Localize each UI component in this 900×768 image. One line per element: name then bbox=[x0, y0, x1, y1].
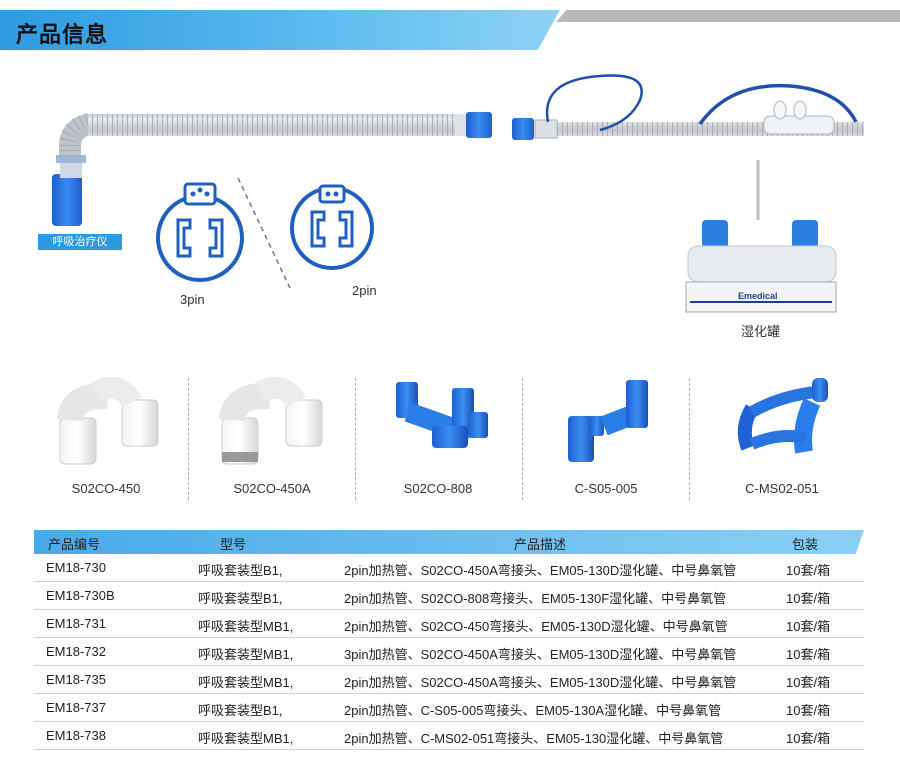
product-caption: C-MS02-051 bbox=[745, 481, 819, 496]
table-row: EM18-737 呼吸套装型B1, 2pin加热管、C-S05-005弯接头、EM0… bbox=[34, 694, 864, 722]
pin3-label: 3pin bbox=[180, 292, 205, 307]
cell-description: 2pin加热管、S02CO-450A弯接头、EM05-130D湿化罐、中号鼻氧管 bbox=[344, 675, 737, 690]
cell-package: 10套/箱 bbox=[786, 675, 831, 690]
cell-package: 10套/箱 bbox=[786, 647, 831, 662]
cell-code: EM18-735 bbox=[46, 672, 106, 687]
product-caption: S02CO-808 bbox=[403, 481, 473, 496]
elbow-s02co-808 bbox=[396, 382, 488, 448]
product-divider bbox=[355, 378, 356, 500]
elbow-s02co-450 bbox=[57, 376, 159, 465]
cell-description: 2pin加热管、C-S05-005弯接头、EM05-130A湿化罐、中号鼻氧管 bbox=[344, 703, 722, 718]
tube-blue-cuff-left bbox=[466, 112, 492, 138]
ventilator-label: 呼吸治疗仪 bbox=[38, 234, 122, 250]
cell-package: 10套/箱 bbox=[786, 703, 831, 718]
cell-code: EM18-732 bbox=[46, 644, 106, 659]
connector-3pin-icon bbox=[156, 182, 244, 282]
cell-code: EM18-737 bbox=[46, 700, 106, 715]
cell-model: 呼吸套装型MB1, bbox=[198, 731, 294, 746]
cell-code: EM18-730 bbox=[46, 560, 106, 575]
product-caption: C-S05-005 bbox=[574, 481, 638, 496]
pin2-label: 2pin bbox=[352, 283, 377, 298]
pin-divider bbox=[237, 177, 291, 289]
cell-description: 3pin加热管、S02CO-450A弯接头、EM05-130D湿化罐、中号鼻氧管 bbox=[344, 647, 737, 662]
elbow-s02co-450a bbox=[219, 376, 323, 465]
cell-package: 10套/箱 bbox=[786, 731, 831, 746]
product-caption: S02CO-450A bbox=[233, 481, 311, 496]
product-table: 产品编号 型号 产品描述 包装 EM18-730 呼吸套装型B1, 2pin加热管、… bbox=[34, 530, 864, 750]
cell-model: 呼吸套装型MB1, bbox=[198, 675, 294, 690]
cell-description: 2pin加热管、C-MS02-051弯接头、EM05-130湿化罐、中号鼻氧管 bbox=[344, 731, 724, 746]
humidifier-brand: Emedical bbox=[738, 291, 778, 301]
product-divider bbox=[188, 378, 189, 500]
cell-model: 呼吸套装型B1, bbox=[198, 703, 283, 718]
elbow-c-ms02-051 bbox=[737, 378, 828, 454]
elbow-c-s05-005 bbox=[568, 380, 648, 462]
cell-description: 2pin加热管、S02CO-808弯接头、EM05-130F湿化罐、中号鼻氧管 bbox=[344, 591, 727, 606]
cell-model: 呼吸套装型MB1, bbox=[198, 647, 294, 662]
cell-package: 10套/箱 bbox=[786, 591, 831, 606]
product-caption: S02CO-450 bbox=[71, 481, 141, 496]
cell-model: 呼吸套装型B1, bbox=[198, 591, 283, 606]
table-header: 产品编号 型号 产品描述 包装 bbox=[34, 530, 864, 554]
header-package: 包装 bbox=[792, 537, 819, 552]
product-divider bbox=[522, 378, 523, 500]
tube-blue-cuff-right bbox=[512, 118, 534, 140]
cell-model: 呼吸套装型B1, bbox=[198, 563, 283, 578]
page-title: 产品信息 bbox=[16, 22, 109, 47]
cell-description: 2pin加热管、S02CO-450弯接头、EM05-130D湿化罐、中号鼻氧管 bbox=[344, 619, 728, 634]
humidifier-chamber bbox=[685, 160, 837, 313]
table-row: EM18-730B 呼吸套装型B1, 2pin加热管、S02CO-808弯接头、EM… bbox=[34, 582, 864, 610]
cell-package: 10套/箱 bbox=[786, 563, 831, 578]
table-row: EM18-732 呼吸套装型MB1, 3pin加热管、S02CO-450A弯接头、E… bbox=[34, 638, 864, 666]
cell-code: EM18-730B bbox=[46, 588, 115, 603]
cell-package: 10套/箱 bbox=[786, 619, 831, 634]
ventilator-connector bbox=[52, 155, 86, 226]
connector-2pin-icon bbox=[290, 184, 374, 270]
cell-model: 呼吸套装型MB1, bbox=[198, 619, 294, 634]
elbow-products bbox=[57, 376, 828, 465]
table-row: EM18-735 呼吸套装型MB1, 2pin加热管、S02CO-450A弯接头、E… bbox=[34, 666, 864, 694]
tube-elbow bbox=[59, 113, 93, 156]
table-row: EM18-731 呼吸套装型MB1, 2pin加热管、S02CO-450弯接头、EM… bbox=[34, 610, 864, 638]
header-grey-bar bbox=[556, 10, 900, 22]
header-accent-bar bbox=[0, 10, 560, 50]
heated-tube-left bbox=[88, 114, 460, 136]
product-divider bbox=[689, 378, 690, 500]
header-description: 产品描述 bbox=[514, 537, 567, 552]
table-row: EM18-738 呼吸套装型MB1, 2pin加热管、C-MS02-051弯接头、E… bbox=[34, 722, 864, 750]
cannula-lanyard bbox=[698, 83, 858, 126]
cell-code: EM18-738 bbox=[46, 728, 106, 743]
header-model: 型号 bbox=[220, 537, 247, 552]
cable-loop bbox=[545, 74, 643, 132]
nasal-cannula bbox=[763, 100, 835, 135]
section-header: 产品信息 bbox=[0, 0, 900, 54]
cell-description: 2pin加热管、S02CO-450A弯接头、EM05-130D湿化罐、中号鼻氧管 bbox=[344, 563, 737, 578]
table-row: EM18-730 呼吸套装型B1, 2pin加热管、S02CO-450A弯接头、EM… bbox=[34, 554, 864, 582]
cell-code: EM18-731 bbox=[46, 616, 106, 631]
header-code: 产品编号 bbox=[48, 537, 101, 552]
humidifier-label: 湿化罐 bbox=[741, 324, 781, 339]
assembly-diagram bbox=[52, 74, 864, 313]
